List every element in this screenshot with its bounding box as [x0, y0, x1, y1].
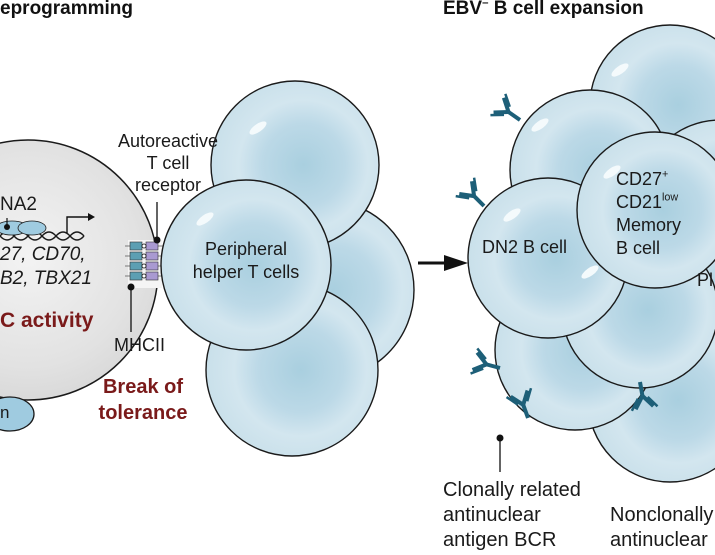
nonclonal-label-line: antinuclear — [610, 529, 708, 551]
bcr-label-line: antigen BCR — [443, 529, 557, 551]
memory-superscript: + — [662, 168, 669, 181]
tcr-label: Autoreactive T cell receptor — [108, 130, 228, 196]
nucleus-factor-label: NA2 — [0, 194, 37, 215]
t-cell-label-line: helper T cells — [192, 262, 300, 282]
break-line: Break of — [102, 376, 184, 398]
memory-b-cell-label: CD27+ CD21low Memory B cell — [616, 168, 681, 260]
memory-superscript: low — [662, 191, 679, 204]
mhcii-label: MHCII — [114, 335, 165, 355]
nonclonal-label-line: Nonclonally — [610, 504, 714, 526]
memory-line-text: CD27 — [616, 169, 663, 189]
promoter-arrow-icon — [66, 213, 95, 233]
title-superscript: – — [482, 0, 489, 10]
bcr-label: Clonally related antinuclear antigen BCR — [443, 478, 581, 553]
memory-line-text: CD21 — [616, 192, 663, 212]
small-oval-label: n — [0, 403, 10, 422]
gene-list-line2: B2, TBX21 — [0, 268, 92, 289]
memory-line: Memory — [616, 215, 682, 235]
left-panel-title: eprogramming — [0, 0, 134, 19]
tcr-mhc-synapse — [124, 202, 166, 332]
right-panel-title: EBV– B cell expansion — [443, 0, 644, 20]
t-helper-cell-cluster — [160, 80, 415, 457]
t-helper-cell-label: Peripheral helper T cells — [176, 238, 316, 284]
gene-list-line1: 27, CD70, — [0, 244, 86, 265]
small-oval — [0, 396, 35, 432]
tcr-label-line: receptor — [134, 175, 202, 195]
bcr-label-line: antinuclear — [443, 504, 541, 526]
title-text: EBV — [443, 0, 483, 19]
bcr-callout-line — [496, 434, 504, 472]
dna-helix-icon — [0, 218, 85, 241]
memory-line: B cell — [616, 238, 661, 258]
plasma-cell-label: Pl — [697, 270, 714, 290]
process-arrow-icon — [418, 255, 468, 271]
memory-line: CD21low — [616, 191, 681, 214]
break-of-tolerance-label: Break of tolerance — [88, 374, 198, 426]
nonclonal-label: Nonclonally antinuclear — [610, 503, 713, 553]
memory-line: CD27+ — [616, 168, 681, 191]
bcr-label-line: Clonally related — [443, 479, 581, 501]
b-cell-cluster — [467, 24, 715, 483]
antibody-icon — [488, 91, 530, 133]
tcr-label-line: Autoreactive — [117, 131, 219, 151]
tcr-label-line: T cell — [146, 153, 190, 173]
break-line: tolerance — [98, 402, 188, 424]
t-cell-label-line: Peripheral — [204, 239, 288, 259]
dn2-b-cell-label: DN2 B cell — [482, 237, 568, 257]
title-text-rest: B cell expansion — [488, 0, 644, 19]
activity-label: C activity — [0, 309, 94, 332]
